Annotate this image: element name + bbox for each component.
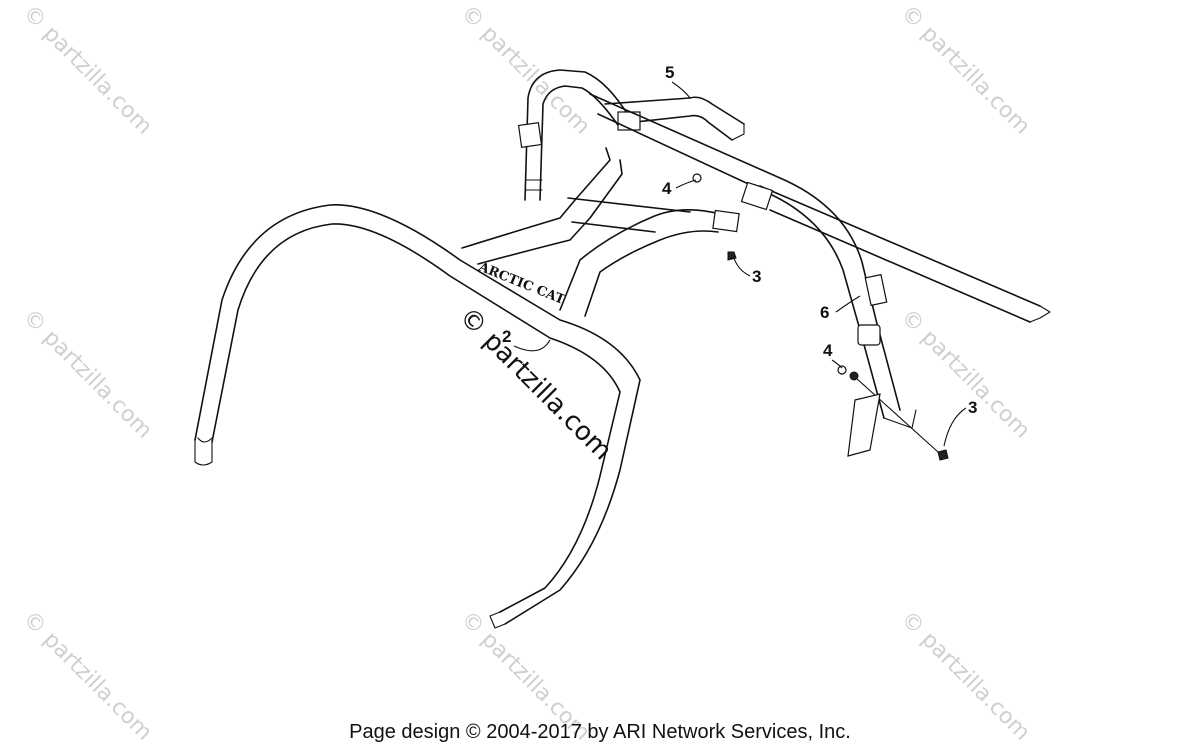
washer-icon (837, 365, 847, 375)
callout-label: 4 (662, 179, 672, 198)
part-6-side-bar (589, 93, 1051, 429)
watermark-text: © partzilla.com (896, 1, 1035, 140)
part-5-rear-bar (517, 69, 745, 201)
clamp-bracket-icon (857, 324, 881, 346)
copyright-footer: Page design © 2004-2017 by ARI Network S… (349, 721, 851, 743)
watermark-text: © partzilla.com (456, 1, 595, 140)
callout-label: 4 (823, 341, 833, 360)
callout-label: 3 (752, 267, 761, 286)
watermark-text: © partzilla.com (18, 305, 157, 444)
hardware (692, 173, 949, 461)
callout-label: 6 (820, 303, 829, 322)
mount-bracket-icon (847, 393, 881, 457)
watermark-text: © partzilla.com (896, 305, 1035, 444)
clamp-bracket-icon (517, 122, 543, 148)
clamp-bracket-icon (712, 209, 740, 233)
bolt-icon (937, 449, 949, 461)
callout-label: 5 (665, 63, 674, 82)
callout-label: 2 (502, 327, 511, 346)
callout-label: 3 (968, 398, 977, 417)
cross-tubes (461, 147, 740, 317)
center-watermark: © partzilla.com (453, 302, 618, 467)
watermark-text: © partzilla.com (18, 1, 157, 140)
clamp-bracket-icon (740, 181, 774, 211)
callouts: 5 4 3 6 4 3 2 (502, 63, 977, 447)
